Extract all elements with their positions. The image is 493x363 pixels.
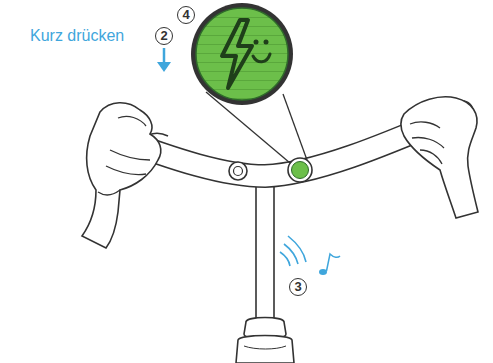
horn-button: [229, 162, 247, 180]
callout-number: 4: [177, 6, 195, 24]
lightning-icon: [222, 20, 252, 88]
callout-number: 3: [289, 278, 307, 296]
leader-line: [283, 94, 307, 160]
smile-icon: [253, 54, 270, 62]
display-button: [292, 162, 309, 179]
left-hand: [82, 103, 161, 248]
sound-wave: [280, 252, 290, 266]
instruction-text: Kurz drücken: [30, 27, 124, 45]
right-hand: [401, 97, 478, 218]
display-magnified-ring: [191, 3, 293, 105]
collar-lower: [236, 336, 294, 363]
press-arrow: [163, 48, 166, 64]
press-arrowhead: [157, 62, 171, 72]
sound-wave: [284, 244, 298, 264]
display-magnified: [196, 8, 288, 100]
callout-number: 2: [155, 27, 173, 45]
music-note: [319, 269, 327, 275]
stem: [256, 182, 274, 322]
display-bezel: [288, 158, 312, 182]
